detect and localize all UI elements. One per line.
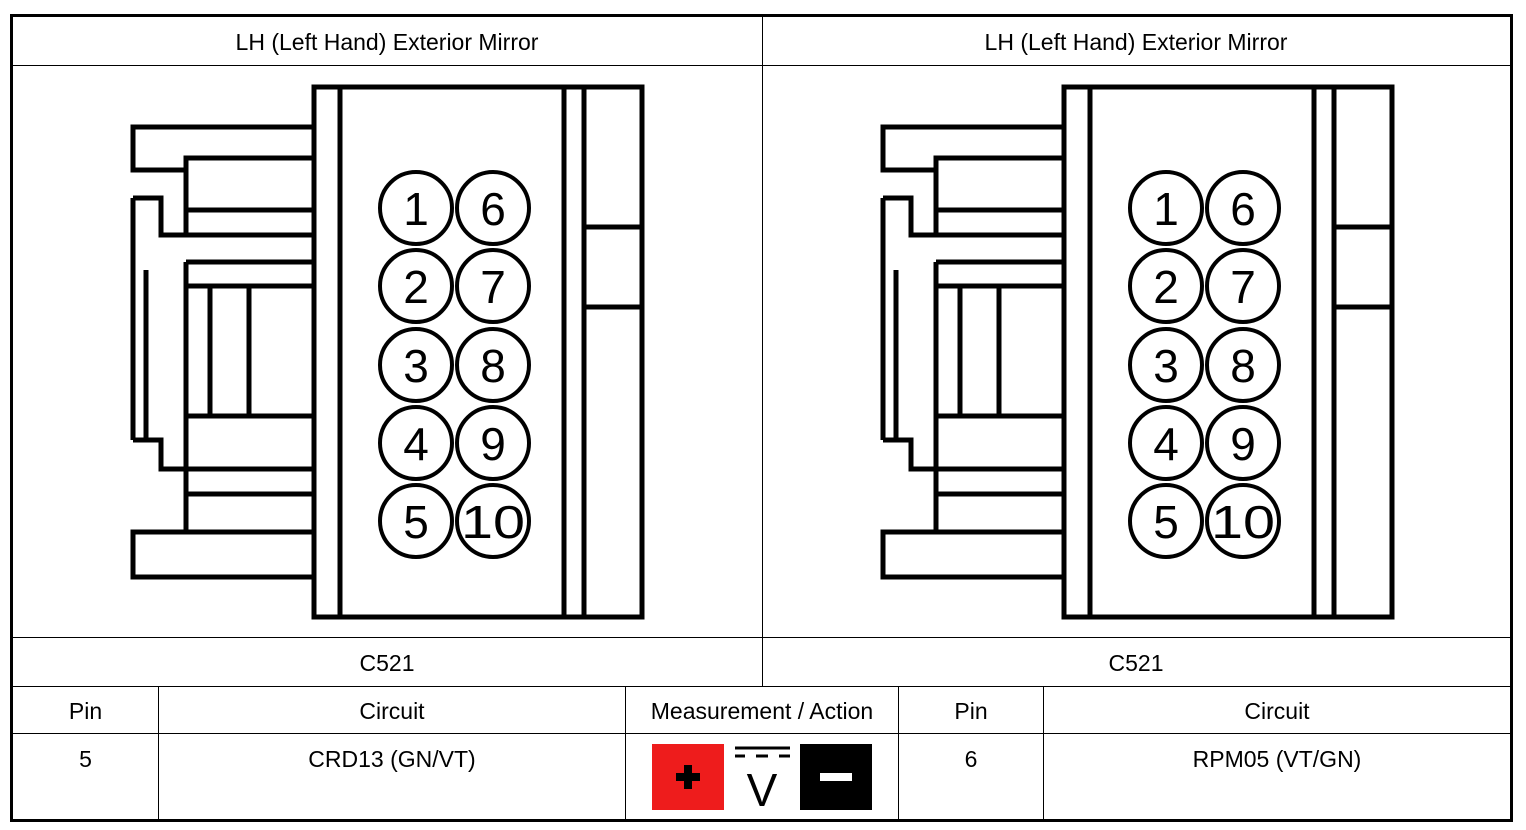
- minus-icon: [800, 744, 872, 810]
- row-pin-b: 6: [964, 746, 978, 772]
- pin-label: 8: [1230, 340, 1256, 392]
- divider: [13, 733, 1510, 734]
- pin-label: 6: [1230, 183, 1256, 235]
- header-measurement: Measurement / Action: [650, 698, 874, 724]
- connector-face-right: 1 2 3 4 5 6 7 8 9 10: [868, 74, 1408, 634]
- pin-label: 3: [403, 340, 429, 392]
- divider: [13, 65, 1510, 66]
- connector-face-left: 1 2 3 4 5 6 7 8 9 10: [118, 74, 658, 634]
- connector-diagram: 1 2 3 4 5 6 7 8 9 10: [130, 84, 645, 620]
- divider: [158, 686, 159, 819]
- divider: [898, 686, 899, 819]
- pin-label: 2: [1153, 261, 1179, 313]
- pin-label: 4: [403, 418, 429, 470]
- divider: [762, 17, 763, 686]
- pin-label: 8: [480, 340, 506, 392]
- pin-label: 7: [1230, 261, 1256, 313]
- pin-label: 4: [1153, 418, 1179, 470]
- meter-symbol: V: [747, 764, 778, 812]
- connector-title-left: LH (Left Hand) Exterior Mirror: [235, 29, 539, 55]
- header-circuit-b: Circuit: [1244, 698, 1310, 724]
- dc-voltage-icon: V: [735, 746, 790, 816]
- pin-label: 10: [1211, 496, 1275, 548]
- divider: [625, 686, 626, 819]
- divider: [13, 637, 1510, 638]
- header-circuit-a: Circuit: [359, 698, 425, 724]
- measurement-icons: V: [650, 742, 874, 816]
- divider: [13, 686, 1510, 687]
- pin-label: 6: [480, 183, 506, 235]
- divider: [1043, 686, 1044, 819]
- pin-label: 2: [403, 261, 429, 313]
- connector-label-left: C521: [359, 650, 415, 676]
- connector-chart-frame: LH (Left Hand) Exterior Mirror LH (Left …: [10, 14, 1513, 822]
- row-circuit-a: CRD13 (GN/VT): [308, 746, 476, 772]
- pin-label: 3: [1153, 340, 1179, 392]
- header-pin-b: Pin: [954, 698, 988, 724]
- connector-title-right: LH (Left Hand) Exterior Mirror: [984, 29, 1288, 55]
- pin-label: 5: [1153, 496, 1179, 548]
- pin-label: 1: [1153, 183, 1179, 235]
- pin-label: 10: [461, 496, 525, 548]
- connector-label-right: C521: [1108, 650, 1164, 676]
- pin-label: 9: [1230, 418, 1256, 470]
- connector-diagram: 1 2 3 4 5 6 7 8 9 10: [880, 84, 1395, 620]
- pin-label: 7: [480, 261, 506, 313]
- plus-icon: [652, 744, 724, 810]
- pin-label: 5: [403, 496, 429, 548]
- pin-label: 1: [403, 183, 429, 235]
- header-pin-a: Pin: [68, 698, 103, 724]
- row-pin-a: 5: [79, 746, 92, 772]
- row-circuit-b: RPM05 (VT/GN): [1192, 746, 1362, 772]
- pin-label: 9: [480, 418, 506, 470]
